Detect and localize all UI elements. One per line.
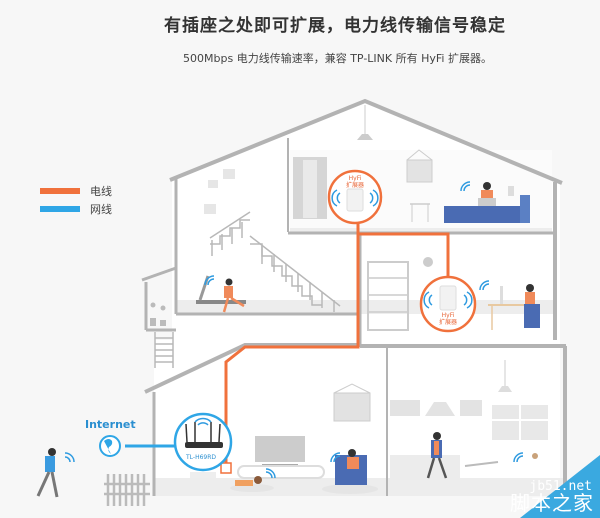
router-icon [173, 412, 233, 472]
hyfi-extender-mid-icon [419, 275, 477, 333]
legend-item-network-cable: 网线 [40, 200, 112, 218]
power-outlet-icon [220, 462, 232, 474]
hyfi-extender-top-icon [327, 169, 383, 225]
wifi-icon [460, 181, 471, 192]
person-walking-icon [36, 448, 75, 498]
globe-icon [99, 435, 121, 457]
legend: 电线 网线 [40, 182, 112, 218]
internet-label: Internet [85, 418, 136, 431]
watermark-banner [520, 455, 600, 518]
router-model-label: TL-H69RD [186, 454, 217, 461]
legend-label: 电线 [90, 185, 112, 198]
page-title: 有插座之处即可扩展，电力线传输信号稳定 [164, 16, 506, 36]
watermark-url: jb51.net [529, 479, 592, 494]
power-line-swatch [40, 188, 80, 194]
watermark-name: 脚本之家 [510, 491, 594, 515]
legend-label: 网线 [90, 203, 112, 216]
legend-item-power-line: 电线 [40, 182, 112, 200]
network-cable-swatch [40, 206, 80, 212]
page-subtitle: 500Mbps 电力线传输速率，兼容 TP-LINK 所有 HyFi 扩展器。 [183, 52, 492, 65]
